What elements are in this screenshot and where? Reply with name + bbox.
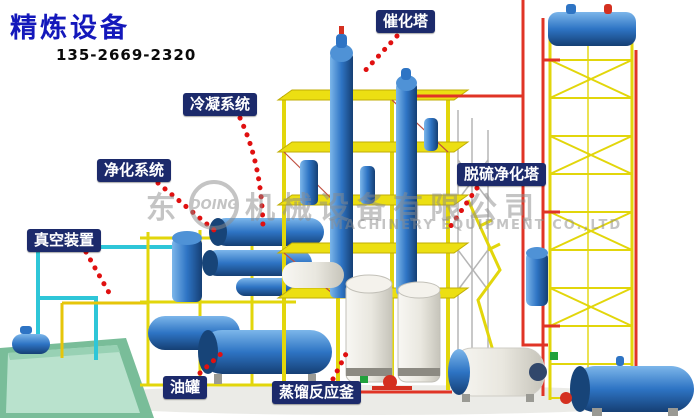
tower-top-tank: [548, 12, 636, 46]
compressor-tank: [12, 326, 50, 354]
small-vessels: [282, 118, 438, 288]
yellow-pipe: [60, 301, 148, 358]
stairs: [466, 199, 506, 389]
label-catalytic-tower: 催化塔: [376, 10, 436, 33]
right-storage-tank: [560, 356, 694, 416]
label-purification-system: 净化系统: [97, 159, 172, 182]
distillation-kettles: [345, 274, 441, 390]
desulfurization-tower: [541, 4, 638, 400]
boiler: [448, 347, 558, 402]
label-vacuum-device: 真空装置: [27, 229, 102, 252]
label-distillation-kettle: 蒸馏反应釜: [272, 381, 362, 404]
tower-red-pipe: [541, 18, 638, 396]
leader-condensing-system: [237, 115, 266, 231]
leader-catalytic-tower: [359, 33, 400, 77]
leader-oil-tank: [197, 348, 227, 376]
right-small-vessel: [526, 247, 548, 306]
leader-purification-system: [155, 180, 217, 233]
page-title: 精炼设备: [10, 13, 130, 44]
oil-tank-group: [148, 316, 332, 384]
leader-lines: [83, 33, 480, 382]
label-oil-tank: 油罐: [163, 376, 208, 399]
red-riser-pipe: [350, 0, 548, 394]
water-pool: [0, 338, 154, 418]
secondary-tower-vessel: [396, 68, 417, 296]
leader-vacuum-device: [83, 249, 115, 301]
leader-distillation-kettle: [330, 349, 350, 382]
label-desulfurization-tower: 脱硫净化塔: [457, 163, 547, 186]
label-condensing-system: 冷凝系统: [183, 93, 258, 116]
leader-desulfurization-tower: [445, 185, 480, 233]
phone-number: 135-2669-2320: [56, 46, 197, 64]
catalytic-tower-vessel: [330, 26, 353, 298]
purifier-tank: [172, 231, 202, 302]
